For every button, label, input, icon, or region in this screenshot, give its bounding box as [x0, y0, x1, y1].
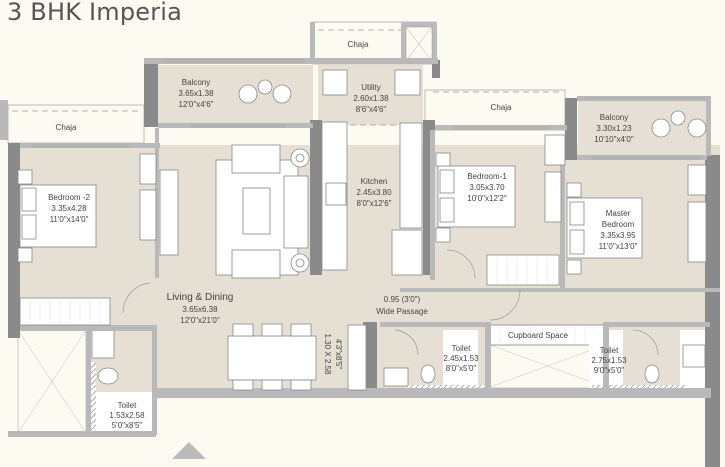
toilet-left-name: Toilet	[118, 401, 137, 410]
svg-text:11'0"x14'0": 11'0"x14'0"	[50, 215, 89, 224]
svg-text:3.65x1.38: 3.65x1.38	[178, 89, 214, 98]
toilet-right-name: Toilet	[600, 346, 619, 355]
svg-text:3.35x4.28: 3.35x4.28	[51, 204, 87, 213]
chaja-left: Chaja	[56, 123, 77, 132]
svg-text:2.45x3.80: 2.45x3.80	[356, 188, 392, 197]
bedroom2-name: Bedroom -2	[48, 193, 90, 202]
svg-text:8'0"x12'6": 8'0"x12'6"	[357, 199, 392, 208]
kitchen-name: Kitchen	[361, 177, 388, 186]
cupboard-label: Cupboard Space	[508, 331, 569, 340]
dining-table-metric: 1.30 X 2.58	[323, 334, 332, 375]
master-name: Master	[606, 209, 631, 218]
room-labels: Balcony 3.65x1.38 12'0"x4'6" Utility 2.6…	[48, 40, 637, 430]
svg-text:1.53x2.58: 1.53x2.58	[109, 411, 145, 420]
shaft-top	[401, 22, 437, 64]
walls	[0, 22, 720, 467]
svg-text:10'10"x4'0": 10'10"x4'0"	[594, 135, 634, 144]
svg-text:Bedroom: Bedroom	[602, 220, 635, 229]
svg-text:10'0"x12'2": 10'0"x12'2"	[467, 194, 507, 203]
passage-size: 0.95 (3'0")	[384, 295, 421, 304]
entrance-triangle-icon	[172, 442, 206, 459]
svg-text:3.35x3.95: 3.35x3.95	[600, 231, 636, 240]
svg-text:12'0"x21'0": 12'0"x21'0"	[180, 316, 220, 325]
svg-text:4'3"x8'5": 4'3"x8'5"	[334, 339, 343, 370]
chaja-right: Chaja	[491, 103, 512, 112]
passage-name: Wide Passage	[376, 307, 428, 316]
toilet-mid-name: Toilet	[452, 344, 471, 353]
furniture	[17, 69, 707, 391]
svg-text:11'0"x13'0": 11'0"x13'0"	[599, 242, 638, 251]
svg-text:2.60x1.38: 2.60x1.38	[353, 94, 389, 103]
svg-text:3.65x6.38: 3.65x6.38	[182, 305, 218, 314]
balcony-right-name: Balcony	[600, 113, 628, 122]
svg-text:3.30x1.23: 3.30x1.23	[596, 124, 632, 133]
svg-text:2.75x1.53: 2.75x1.53	[591, 356, 627, 365]
balcony-top-name: Balcony	[182, 78, 210, 87]
living-name: Living & Dining	[167, 292, 234, 303]
chaja-top: Chaja	[348, 40, 369, 49]
svg-text:3.05x3.70: 3.05x3.70	[469, 183, 505, 192]
svg-text:8'0"x5'0": 8'0"x5'0"	[446, 364, 477, 373]
svg-text:12'0"x4'6": 12'0"x4'6"	[179, 100, 214, 109]
page-title: 3 BHK Imperia	[7, 0, 183, 26]
bedroom1-name: Bedroom-1	[467, 172, 507, 181]
svg-text:5'0"x8'5": 5'0"x8'5"	[112, 421, 143, 430]
svg-text:2.45x1.53: 2.45x1.53	[443, 354, 479, 363]
svg-text:9'0"x5'0": 9'0"x5'0"	[594, 366, 625, 375]
utility-name: Utility	[361, 83, 381, 92]
svg-text:8'6"x4'6": 8'6"x4'6"	[356, 105, 387, 114]
